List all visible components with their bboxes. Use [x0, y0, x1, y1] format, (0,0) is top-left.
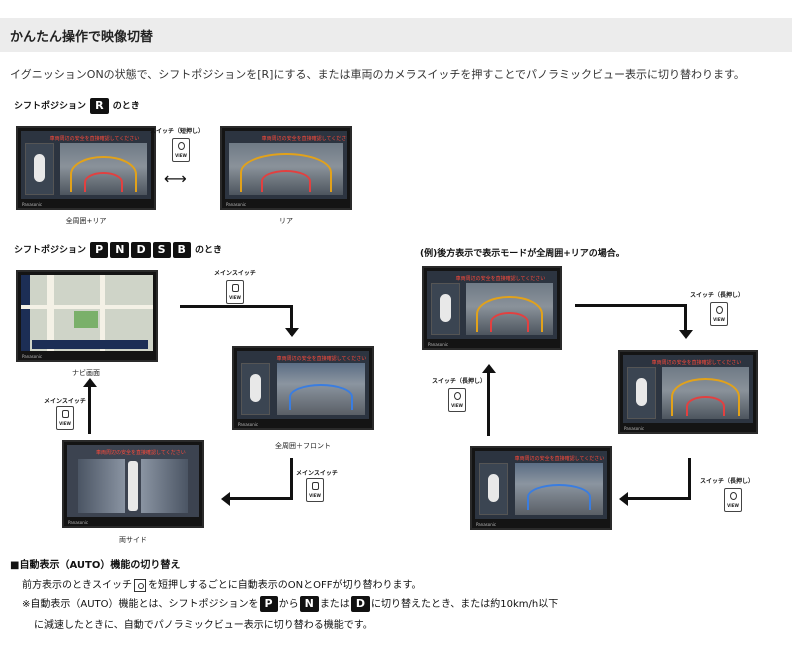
section-title: かんたん操作で映像切替	[10, 30, 154, 45]
arrow-down-icon	[679, 330, 693, 339]
example-title: (例)後方表示で表示モードが全周囲+リアの場合。	[420, 249, 625, 259]
shift-key-p: P	[259, 596, 278, 612]
view-switch-long-3[interactable]: VIEW	[448, 388, 466, 412]
main-switch-button-2[interactable]: VIEW	[306, 478, 324, 502]
car-icon	[33, 154, 45, 182]
auto-line-3: に減速したときに、自動でパノラミックビュー表示に切り替わる機能です。	[34, 620, 373, 631]
camera-icon	[716, 306, 723, 314]
shift-key-s: S	[152, 242, 171, 258]
arrow-line	[688, 458, 691, 500]
arrow-line	[230, 497, 293, 500]
arrow-down-icon	[285, 328, 299, 337]
arrow-line	[290, 305, 293, 335]
shift-key-p: P	[90, 242, 109, 258]
arrow-line	[684, 304, 687, 334]
main-switch-label-1: メインスイッチ	[214, 270, 256, 277]
screen-rear: 車両周辺の安全を直接確認してください Panasonic	[220, 126, 352, 210]
screen-allround-front: 車両周辺の安全を直接確認してください Panasonic	[232, 346, 374, 430]
shift-r-label: シフトポジション R のとき	[14, 98, 140, 114]
camera-icon	[454, 392, 461, 400]
view-switch-button[interactable]: VIEW	[172, 138, 190, 162]
double-arrow-icon: ⟷	[164, 169, 187, 188]
shift-key-n: N	[299, 596, 319, 612]
main-switch-label-2: メインスイッチ	[296, 470, 338, 477]
screen-icon	[62, 410, 69, 418]
arrow-line	[290, 458, 293, 500]
auto-line-1: 前方表示のときスイッチを短押しするごとに自動表示のONとOFFが切り替わります。	[22, 578, 422, 592]
caption-rear: リア	[279, 217, 293, 225]
arrow-line	[487, 372, 490, 436]
arrow-left-icon	[221, 492, 230, 506]
arrow-line	[88, 386, 91, 434]
screen-icon	[312, 482, 319, 490]
caption-both-sides: 両サイド	[119, 536, 147, 544]
shift-key-b: B	[172, 242, 191, 258]
navi-map	[21, 275, 153, 351]
screen-both-sides: 車両周辺の安全を直接確認してください Panasonic	[62, 440, 204, 528]
shift-key-d: D	[131, 242, 151, 258]
screen-allround-rear: 車両周辺の安全を直接確認してください Panasonic	[16, 126, 156, 210]
navi-button-bar	[31, 340, 148, 349]
main-switch-label-3: メインスイッチ	[44, 398, 86, 405]
arrow-line	[575, 304, 687, 307]
long-press-label-1: スイッチ（長押し）	[690, 292, 745, 299]
main-switch-button-3[interactable]: VIEW	[56, 406, 74, 430]
view-switch-long-1[interactable]: VIEW	[710, 302, 728, 326]
caption-allround-rear: 全周囲+リア	[65, 217, 107, 225]
section-header: かんたん操作で映像切替	[0, 18, 792, 52]
shift-key-n: N	[110, 242, 130, 258]
arrow-up-icon	[83, 378, 97, 387]
screen-icon	[232, 284, 239, 292]
arrow-line	[628, 497, 691, 500]
camera-icon	[730, 492, 737, 500]
car-icon	[127, 461, 139, 511]
screen-example-3: 車両周辺の安全を直接確認してください Panasonic	[470, 446, 612, 530]
switch-inline-icon	[134, 578, 146, 592]
long-press-label-2: スイッチ（長押し）	[700, 478, 755, 485]
screen-example-2: 車両周辺の安全を直接確認してください Panasonic	[618, 350, 758, 434]
shift-key-d: D	[350, 596, 370, 612]
switch-short-label: スイッチ（短押し）	[150, 128, 205, 135]
view-switch-long-2[interactable]: VIEW	[724, 488, 742, 512]
caption-allround-front: 全周囲＋フロント	[275, 442, 331, 450]
shift-key-r: R	[90, 98, 109, 114]
long-press-label-3: スイッチ（長押し）	[432, 378, 487, 385]
screen-navi: Panasonic	[16, 270, 158, 362]
arrow-line	[180, 305, 292, 308]
auto-heading: ■自動表示（AUTO）機能の切り替え	[10, 560, 181, 571]
caption-navi: ナビ画面	[72, 369, 100, 377]
intro-text: イグニッションONの状態で、シフトポジションを[R]にする、または車両のカメラス…	[10, 68, 745, 81]
camera-icon	[178, 142, 185, 150]
arrow-up-icon	[482, 364, 496, 373]
arrow-left-icon	[619, 492, 628, 506]
screen-example-1: 車両周辺の安全を直接確認してください Panasonic	[422, 266, 562, 350]
main-switch-button-1[interactable]: VIEW	[226, 280, 244, 304]
